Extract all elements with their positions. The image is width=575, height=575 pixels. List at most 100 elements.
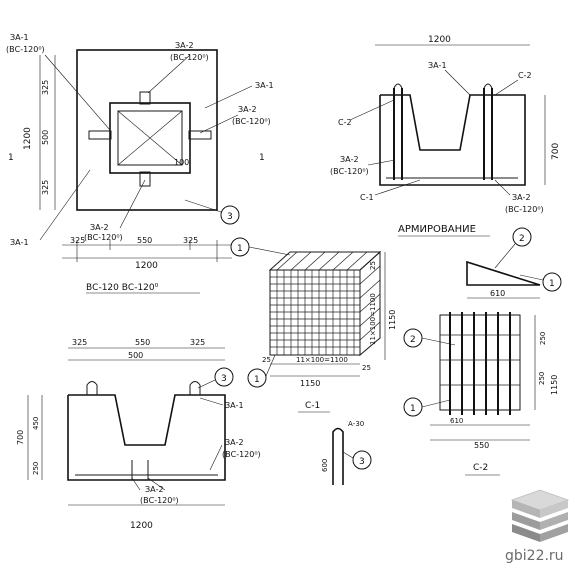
sb-label-za2-bottom: ЗА-2: [145, 485, 164, 494]
dim-section-top-700: 700: [551, 143, 561, 160]
sb-label-vs120: (ВС-120⁰): [222, 450, 261, 459]
sb-dim-1200: 1200: [130, 521, 153, 531]
plan-label-vs120: (ВС-120⁰): [6, 45, 45, 54]
detail-bar-2: 610 2 1: [466, 227, 562, 299]
loop-left: [86, 381, 98, 395]
plan-outline: [76, 49, 218, 211]
mesh-c1-dim-25-right: 25: [362, 364, 371, 372]
bar2-dim-610: 610: [490, 289, 505, 298]
loop3-shape: [332, 427, 344, 485]
plan-cup-inner: [117, 110, 183, 166]
marker-3-plan: [220, 205, 240, 225]
mesh-c1-front: [269, 269, 361, 356]
mesh-c1-dim-1150-vert: 1150: [388, 310, 397, 330]
st-label-vs120-right: (ВС-120⁰): [505, 205, 544, 214]
mesh-c2-dim-250: 250: [539, 332, 547, 345]
st-label-za1: ЗА-1: [428, 61, 447, 70]
mesh-c1: 25 11×100=1100 1150 11×100=1100 25 25 11…: [230, 237, 397, 413]
mesh-c2-dim-250-b: 250: [538, 372, 546, 385]
plan-loop-left: [88, 130, 112, 140]
sb-label-za2: ЗА-2: [225, 438, 244, 447]
loop3-dim-600: 600: [321, 459, 329, 472]
section-bottom-outline: [67, 394, 226, 481]
dim-plan-550: 550: [137, 236, 152, 245]
plan-label-za2-right: ЗА-2: [238, 105, 257, 114]
marker-3-plan-text: 3: [227, 212, 233, 222]
st-label-za2: ЗА-2: [340, 155, 359, 164]
plan-label-za2-top: ЗА-2: [175, 41, 194, 50]
sb-dim-550: 550: [135, 338, 150, 347]
plan-caption: ВС-120 ВС-120⁰: [86, 283, 159, 293]
section-mark-1-left: 1: [8, 153, 14, 163]
mesh-c1-caption: С-1: [305, 401, 320, 411]
plan-label-za1: ЗА-1: [10, 33, 29, 42]
dim-section-top-1200: 1200: [428, 35, 451, 45]
mesh-c1-dim-1100: 11×100=1100: [296, 356, 348, 364]
sb-dim-325-left: 325: [72, 338, 87, 347]
st-label-s2: С-2: [518, 71, 532, 80]
mesh-c1-dim-1150: 1150: [300, 379, 320, 388]
plan-dim-100: 100: [174, 158, 189, 167]
dim-plan-1200: 1200: [135, 261, 158, 271]
plan-loop-top: [139, 91, 151, 105]
marker-2-bar: [512, 227, 532, 247]
dim-plan-325-left: 325: [70, 236, 85, 245]
sb-dim-325-right: 325: [190, 338, 205, 347]
sb-dim-500: 500: [128, 351, 143, 360]
gbi-logo-icon: [510, 489, 570, 542]
plan-loop-right: [188, 130, 212, 140]
mesh-c1-dim-1100-vert: 11×100=1100: [369, 293, 377, 345]
marker-1-mesh-c2-text: 1: [410, 404, 416, 414]
mesh-c1-dim-25: 25: [369, 261, 377, 270]
dim-plan-325-bottom: 325: [41, 180, 50, 195]
marker-1-mesh-top-text: 1: [237, 244, 243, 254]
st-label-za2-right: ЗА-2: [512, 193, 531, 202]
dim-plan-325-top: 325: [41, 80, 50, 95]
plan-label-vs120-bottom: (ВС-120⁰): [84, 233, 123, 242]
st-label-s1: С-1: [360, 193, 374, 202]
armirovanie-title: АРМИРОВАНИЕ: [398, 224, 476, 235]
watermark: gbi22.ru: [505, 489, 570, 564]
watermark-site: gbi22.ru: [505, 548, 564, 564]
marker-2-mesh-text: 2: [410, 335, 416, 345]
mesh-c2: 250 1150 250 610 550 2 1 С-2: [403, 312, 559, 476]
marker-3-section-text: 3: [221, 374, 227, 384]
mesh-c1-dim-25-left: 25: [262, 356, 271, 364]
dim-plan-500: 500: [41, 130, 50, 145]
sb-label-vs120-bottom: (ВС-120⁰): [140, 496, 179, 505]
mesh-c2-caption: С-2: [473, 463, 488, 473]
plan-label-vs120-right: (ВС-120⁰): [232, 117, 271, 126]
sb-label-za1: ЗА-1: [225, 401, 244, 410]
detail-loop-3: А-30 600 3: [321, 420, 372, 485]
st-label-vs120: (ВС-120⁰): [330, 167, 369, 176]
mesh-c2-dim-550: 550: [474, 441, 489, 450]
sb-dim-450: 450: [32, 417, 40, 430]
section-mark-1-right: 1: [259, 153, 265, 163]
marker-1-bar-text: 1: [549, 279, 555, 289]
sb-dim-700: 700: [16, 430, 25, 445]
mesh-c2-dim-610: 610: [450, 417, 463, 425]
mesh-c2-dim-1150: 1150: [550, 375, 559, 395]
marker-1-mesh-bottom: [247, 368, 267, 388]
section-bottom-left: 325 550 325 500 700 450 250 1200 ЗА-1 ЗА…: [16, 338, 261, 531]
marker-1-mesh-bottom-text: 1: [254, 375, 260, 385]
mesh-c1-side: [359, 250, 381, 357]
plan-loop-bottom: [139, 171, 151, 187]
plan-label-za1-right: ЗА-1: [255, 81, 274, 90]
sb-dim-250: 250: [32, 462, 40, 475]
st-label-s2-left: С-2: [338, 118, 352, 127]
marker-3-section: [214, 367, 234, 387]
bar2-shape: [466, 260, 541, 286]
marker-1-bar: [542, 272, 562, 292]
section-top-right: 1200 700 ЗА-1 С-2 С-2 ЗА-2 (ВС-120⁰) С-1…: [330, 35, 561, 214]
marker-3-loop: [352, 450, 372, 470]
dim-plan-325-right: 325: [183, 236, 198, 245]
loop-right: [189, 381, 201, 395]
plan-label-za2-bottom: ЗА-2: [90, 223, 109, 232]
loop3-mark: А-30: [348, 420, 364, 428]
plan-view: 325 550 325 1200 325 500 325 1200 1 1 ЗА…: [6, 33, 274, 294]
dim-plan-1200-vert: 1200: [23, 127, 33, 150]
plan-label-vs120-top: (ВС-120⁰): [170, 53, 209, 62]
marker-2-bar-text: 2: [519, 234, 525, 244]
plan-label-za1-left: ЗА-1: [10, 238, 29, 247]
